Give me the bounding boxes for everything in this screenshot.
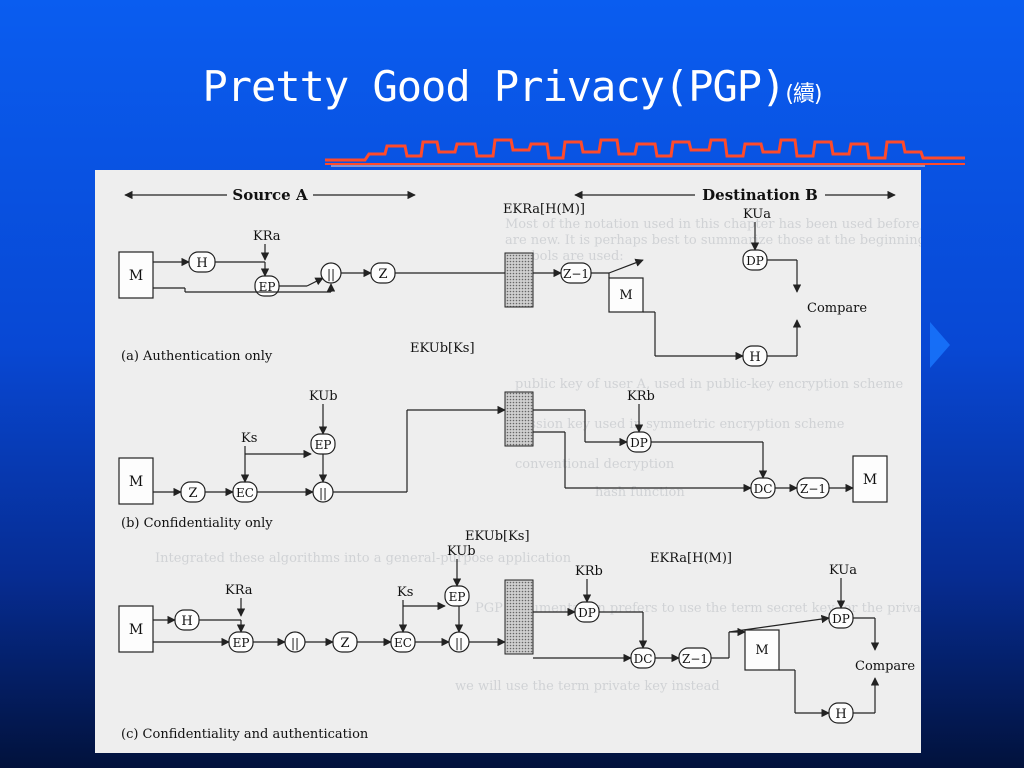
panel-caption: (a) Authentication only	[121, 349, 273, 364]
bg-text-line: we will use the term private key instead	[455, 679, 720, 694]
public-key-encrypt-block	[444, 585, 470, 607]
compare-label: Compare	[855, 659, 915, 674]
key-label: Ks	[397, 585, 413, 600]
title-main: Pretty Good Privacy(PGP)	[202, 62, 786, 111]
bg-text-line: hash function	[595, 485, 685, 500]
key-label: KRb	[627, 389, 655, 404]
bg-text-line: Most of the notation used in this chapte…	[505, 217, 921, 232]
destination-b-label: Destination B	[702, 186, 818, 204]
bg-text-line: session key used in symmetric encryption…	[515, 417, 845, 432]
key-label: KUa	[829, 563, 857, 578]
key-label: KUa	[743, 207, 771, 222]
header-destination: Destination B	[574, 186, 896, 204]
panel-caption: (b) Confidentiality only	[121, 516, 273, 531]
title-suffix: (續)	[785, 82, 822, 107]
signature-label: EKRa[H(M)]	[503, 202, 585, 217]
source-a-label: Source A	[232, 186, 308, 204]
node-label: Z	[188, 486, 197, 501]
node-label: EP	[315, 438, 332, 452]
node-label: DC	[754, 482, 773, 496]
node-label: Z−1	[563, 267, 589, 281]
decorative-ornament	[325, 138, 965, 167]
node-label: ||	[319, 486, 327, 500]
message-block	[744, 629, 780, 671]
key-label: KRa	[253, 229, 281, 244]
transmission-block	[504, 579, 534, 655]
session-key-label: EKUb[Ks]	[465, 529, 530, 544]
panel-caption: (c) Confidentiality and authentication	[121, 727, 369, 742]
node-label: DP	[578, 606, 596, 620]
node-label: EP	[259, 280, 276, 294]
node-label: EC	[236, 486, 254, 500]
node-label: EP	[233, 636, 250, 650]
node-label: M	[755, 643, 768, 658]
bg-text-line: Integrated these algorithms into a gener…	[155, 551, 572, 566]
node-label: DP	[630, 436, 648, 450]
node-label: M	[129, 268, 143, 284]
panel-c: EKUb[Ks] EKRa[H(M)] M H KRa EP || Z EC K…	[118, 529, 915, 742]
node-label: EP	[449, 590, 466, 604]
message-block	[118, 457, 154, 505]
bg-text-line: conventional decryption	[515, 457, 675, 472]
node-label: DC	[634, 652, 653, 666]
node-label: H	[749, 350, 760, 365]
node-label: DP	[832, 612, 850, 626]
panel-a: M H KRa EP || Z EKRa[H(M)] Z−1 M KUa	[118, 202, 867, 367]
key-label: KUb	[447, 544, 476, 559]
node-label: DP	[746, 254, 764, 268]
pgp-diagram: Most of the notation used in this chapte…	[95, 170, 921, 753]
key-label: KRb	[575, 564, 603, 579]
header-source: Source A	[124, 186, 416, 204]
next-slide-arrow-icon[interactable]	[930, 322, 950, 368]
node-label: M	[129, 622, 143, 638]
signature-label: EKRa[H(M)]	[650, 551, 732, 566]
slide-title: Pretty Good Privacy(PGP)(續)	[0, 62, 1024, 111]
node-label: H	[835, 707, 846, 722]
bg-text-line: symbols are used:	[505, 249, 624, 264]
key-label: KUb	[309, 389, 338, 404]
node-label: M	[619, 288, 632, 303]
panel-b: EKUb[Ks] M Z EC Ks KUb EP || KRb DP	[118, 341, 888, 531]
node-label: ||	[327, 267, 335, 281]
compare-label: Compare	[807, 301, 867, 316]
key-label: Ks	[241, 431, 257, 446]
transmission-block	[504, 252, 534, 308]
node-label: Z−1	[682, 652, 708, 666]
node-label: EC	[394, 636, 412, 650]
node-label: Z−1	[800, 482, 826, 496]
session-key-label: EKUb[Ks]	[410, 341, 475, 356]
key-label: KRa	[225, 583, 253, 598]
node-label: H	[181, 614, 192, 629]
node-label: H	[196, 256, 207, 271]
message-block	[118, 251, 154, 299]
node-label: Z	[378, 267, 387, 282]
message-block	[118, 605, 154, 653]
message-block	[608, 277, 644, 313]
node-label: Z	[340, 636, 349, 651]
bg-text-line: are new. It is perhaps best to summarize…	[505, 233, 921, 248]
node-label: ||	[291, 636, 299, 650]
node-label: M	[129, 474, 143, 490]
bg-text-line: public key of user A, used in public-key…	[515, 377, 903, 392]
bg-text-line: PGP documentation prefers to use the ter…	[475, 601, 921, 616]
message-block	[852, 455, 888, 503]
node-label: M	[863, 472, 877, 488]
node-label: ||	[455, 636, 463, 650]
transmission-block	[504, 391, 534, 447]
